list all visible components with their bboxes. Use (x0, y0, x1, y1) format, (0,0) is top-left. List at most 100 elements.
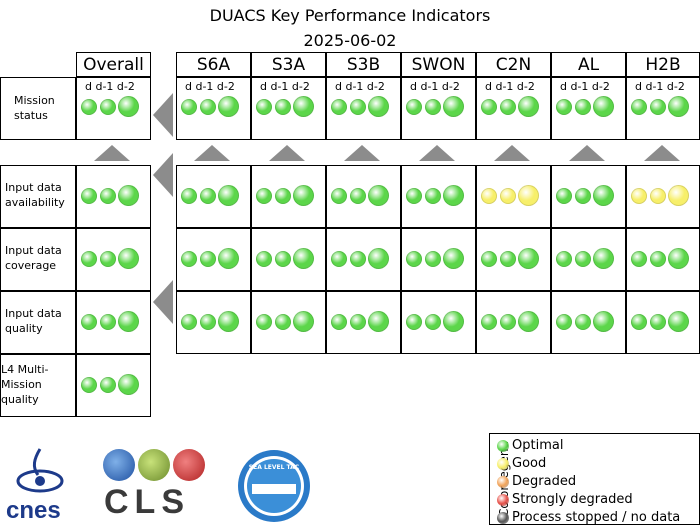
arrow-up-icon (94, 145, 130, 161)
cls-globe-blue-icon (103, 449, 135, 481)
status-dot (575, 187, 591, 204)
legend-label: Strongly degraded (512, 492, 633, 507)
cls-logo-text: CLS (104, 483, 190, 521)
seal-text: SEA LEVEL TAC (248, 464, 300, 471)
cnes-logo: cnes (4, 447, 76, 525)
status-dot (668, 311, 689, 332)
status-dot (81, 313, 97, 330)
day-labels: d d-1 d-2 (635, 80, 685, 93)
status-dot (218, 311, 239, 332)
status-dot (331, 313, 347, 330)
status-dot (293, 96, 314, 117)
status-dot (481, 98, 497, 115)
status-dot (425, 98, 441, 115)
status-dot (650, 250, 666, 267)
legend-item-strongly-degraded: Strongly degraded (497, 492, 633, 507)
status-dot (518, 185, 539, 206)
status-dot (650, 187, 666, 204)
row-label-box (0, 165, 76, 228)
status-dot (118, 96, 139, 117)
status-dot (575, 313, 591, 330)
status-dot (331, 98, 347, 115)
cnes-logo-text: cnes (6, 497, 61, 524)
color-legend: Color legend OptimalGoodDegradedStrongly… (489, 433, 700, 525)
status-dot (81, 376, 97, 393)
legend-item-good: Good (497, 456, 547, 471)
status-dot (275, 313, 291, 330)
status-dot (256, 187, 272, 204)
column-header-s3b: S3B (326, 52, 401, 77)
status-dot (275, 250, 291, 267)
column-header-overall: Overall (76, 52, 151, 77)
status-dot (443, 248, 464, 269)
status-dot (100, 376, 116, 393)
cls-logo: CLS (100, 447, 212, 525)
row-label-box (0, 77, 76, 140)
legend-dot-icon (497, 440, 509, 452)
status-dot (81, 250, 97, 267)
legend-label: Good (512, 456, 547, 471)
status-dot (275, 98, 291, 115)
arrow-up-icon (644, 145, 680, 161)
status-dot (100, 313, 116, 330)
status-dot (500, 98, 516, 115)
day-labels: d d-1 d-2 (410, 80, 460, 93)
column-header-s3a: S3A (251, 52, 326, 77)
status-dot (500, 250, 516, 267)
column-header-al: AL (551, 52, 626, 77)
status-dot (218, 185, 239, 206)
status-dot (518, 96, 539, 117)
row-label: L4 Multi-Mission quality (1, 363, 49, 406)
status-dot (218, 96, 239, 117)
status-dot (443, 96, 464, 117)
status-dot (100, 98, 116, 115)
row-label-box (0, 228, 76, 291)
column-header-s6a: S6A (176, 52, 251, 77)
status-dot (650, 98, 666, 115)
status-dot (368, 248, 389, 269)
status-dot (200, 98, 216, 115)
status-dot (181, 98, 197, 115)
status-dot (181, 250, 197, 267)
status-dot (275, 187, 291, 204)
status-dot (350, 187, 366, 204)
legend-dot-icon (497, 512, 509, 524)
legend-dot-icon (497, 476, 509, 488)
page-date: 2025-06-02 (303, 31, 397, 50)
column-header-h2b: H2B (626, 52, 700, 77)
status-dot (368, 185, 389, 206)
status-dot (443, 311, 464, 332)
status-dot (100, 250, 116, 267)
status-dot (556, 98, 572, 115)
cls-globe-green-icon (138, 449, 170, 481)
status-dot (425, 313, 441, 330)
arrow-up-icon (194, 145, 230, 161)
status-dot (350, 250, 366, 267)
status-dot (575, 98, 591, 115)
status-dot (256, 313, 272, 330)
status-dot (118, 311, 139, 332)
arrow-up-icon (494, 145, 530, 161)
legend-item-stopped: Process stopped / no data (497, 510, 680, 525)
row-label: Input data quality (5, 307, 62, 335)
status-dot (200, 250, 216, 267)
status-dot (481, 250, 497, 267)
status-dot (118, 374, 139, 395)
status-dot (218, 248, 239, 269)
legend-label: Degraded (512, 474, 577, 489)
legend-item-degraded: Degraded (497, 474, 577, 489)
status-dot (500, 313, 516, 330)
status-dot (556, 250, 572, 267)
status-dot (518, 248, 539, 269)
status-dot (443, 185, 464, 206)
sea-level-tac-seal: SEA LEVEL TAC (238, 450, 310, 522)
status-dot (81, 187, 97, 204)
legend-label: Optimal (512, 438, 564, 453)
status-dot (293, 185, 314, 206)
status-dot (331, 187, 347, 204)
arrow-left-icon (153, 280, 173, 324)
status-dot (481, 313, 497, 330)
status-dot (425, 187, 441, 204)
status-dot (118, 248, 139, 269)
status-dot (593, 185, 614, 206)
